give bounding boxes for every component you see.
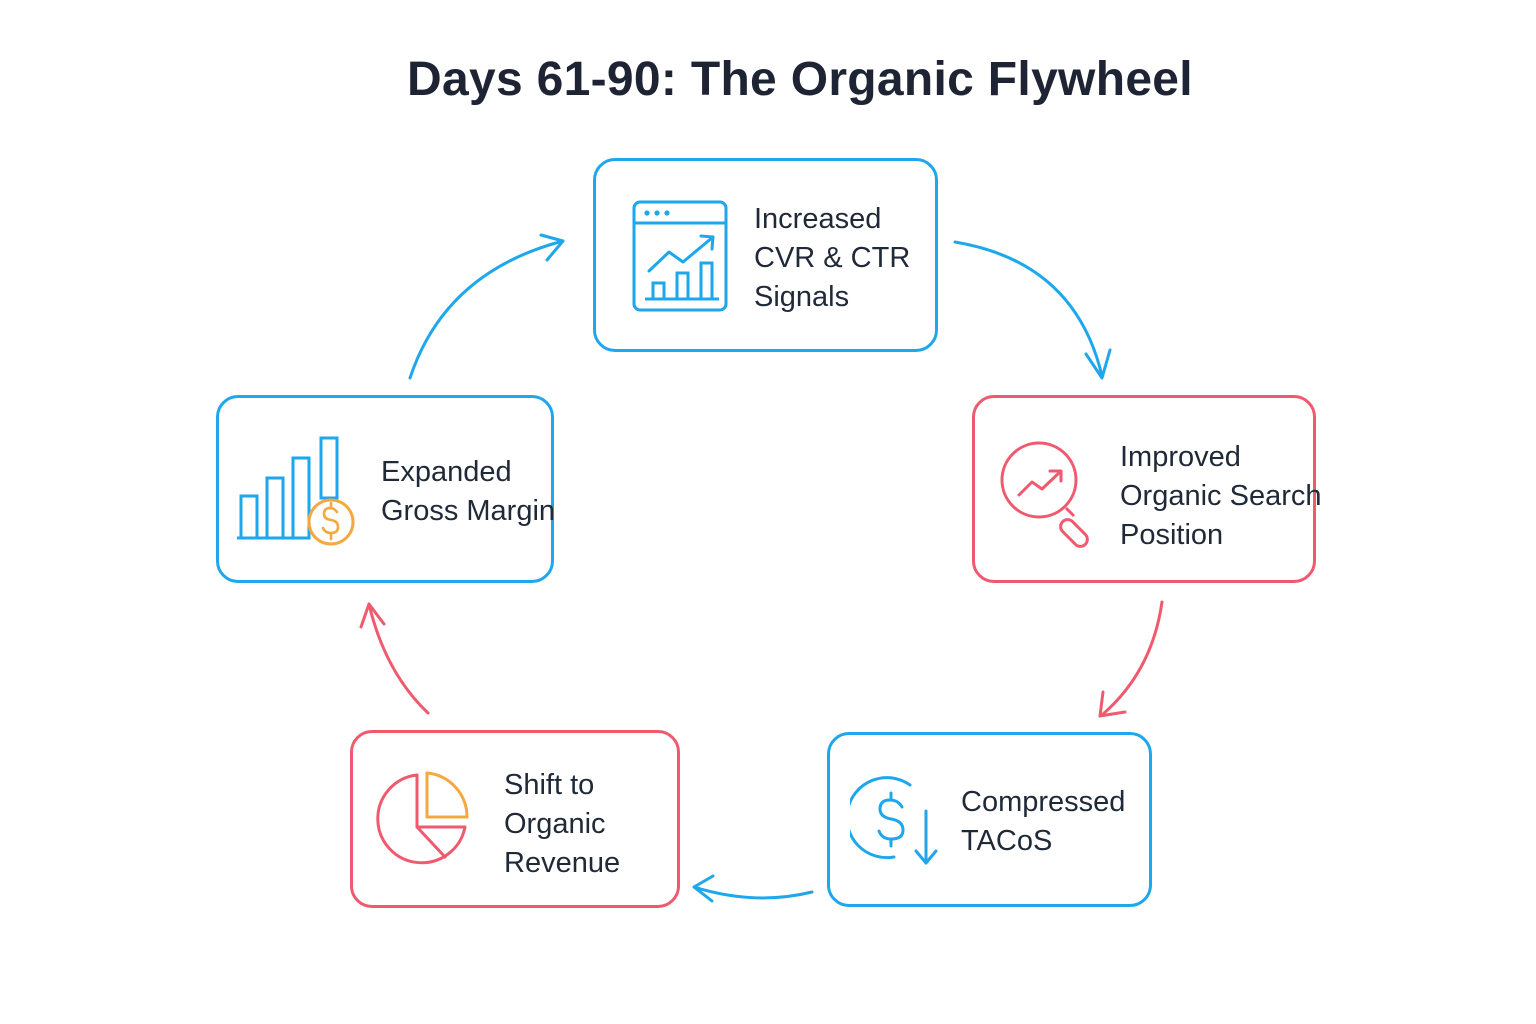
arrowhead-margin-to-cvr	[539, 233, 565, 262]
label-line: Expanded	[381, 456, 512, 488]
browser-trend-chart-icon	[632, 200, 728, 312]
node-label: Improved Organic Search Position	[1120, 438, 1322, 555]
label-line: Gross Margin	[381, 495, 556, 527]
magnifier-trend-icon	[1000, 441, 1089, 548]
diagram-title: Days 61-90: The Organic Flywheel	[407, 53, 1193, 106]
node-organic-search-position: Improved Organic Search Position	[972, 395, 1322, 583]
arrowhead-search-to-tacos	[1098, 690, 1127, 718]
label-line: TACoS	[961, 825, 1053, 857]
bar-chart-dollar-icon	[237, 436, 355, 546]
label-line: Revenue	[504, 847, 621, 879]
node-label: Expanded Gross Margin	[381, 453, 555, 531]
label-line: Position	[1120, 519, 1224, 551]
pie-chart-icon	[376, 771, 469, 865]
node-organic-revenue: Shift to Organic Revenue	[350, 730, 680, 908]
label-line: CVR & CTR	[754, 242, 911, 274]
node-compressed-tacos: Compressed TACoS	[827, 732, 1152, 907]
node-label: Shift to Organic Revenue	[504, 766, 620, 883]
dollar-down-arrow-icon	[850, 776, 938, 865]
node-gross-margin: Expanded Gross Margin	[216, 395, 555, 583]
node-label: Increased CVR & CTR Signals	[754, 200, 910, 317]
label-line: Increased	[754, 203, 882, 235]
node-label: Compressed TACoS	[961, 783, 1125, 861]
label-line: Compressed	[961, 786, 1126, 818]
label-line: Improved	[1120, 441, 1241, 473]
arrow-cvr-to-search	[953, 240, 1104, 378]
node-cvr-ctr-signals: Increased CVR & CTR Signals	[593, 158, 938, 352]
label-line: Shift to	[504, 769, 595, 801]
label-line: Signals	[754, 281, 850, 313]
arrowhead-cvr-to-search	[1084, 348, 1112, 380]
arrowhead-tacos-to-revenue	[692, 874, 715, 903]
arrowhead-revenue-to-margin	[359, 602, 386, 629]
arrow-tacos-to-revenue	[692, 885, 814, 900]
arrow-margin-to-cvr	[408, 239, 565, 380]
arrow-search-to-tacos	[1100, 600, 1164, 717]
label-line: Organic Search	[1120, 480, 1322, 512]
arrow-revenue-to-margin	[367, 602, 430, 715]
label-line: Organic	[504, 808, 606, 840]
